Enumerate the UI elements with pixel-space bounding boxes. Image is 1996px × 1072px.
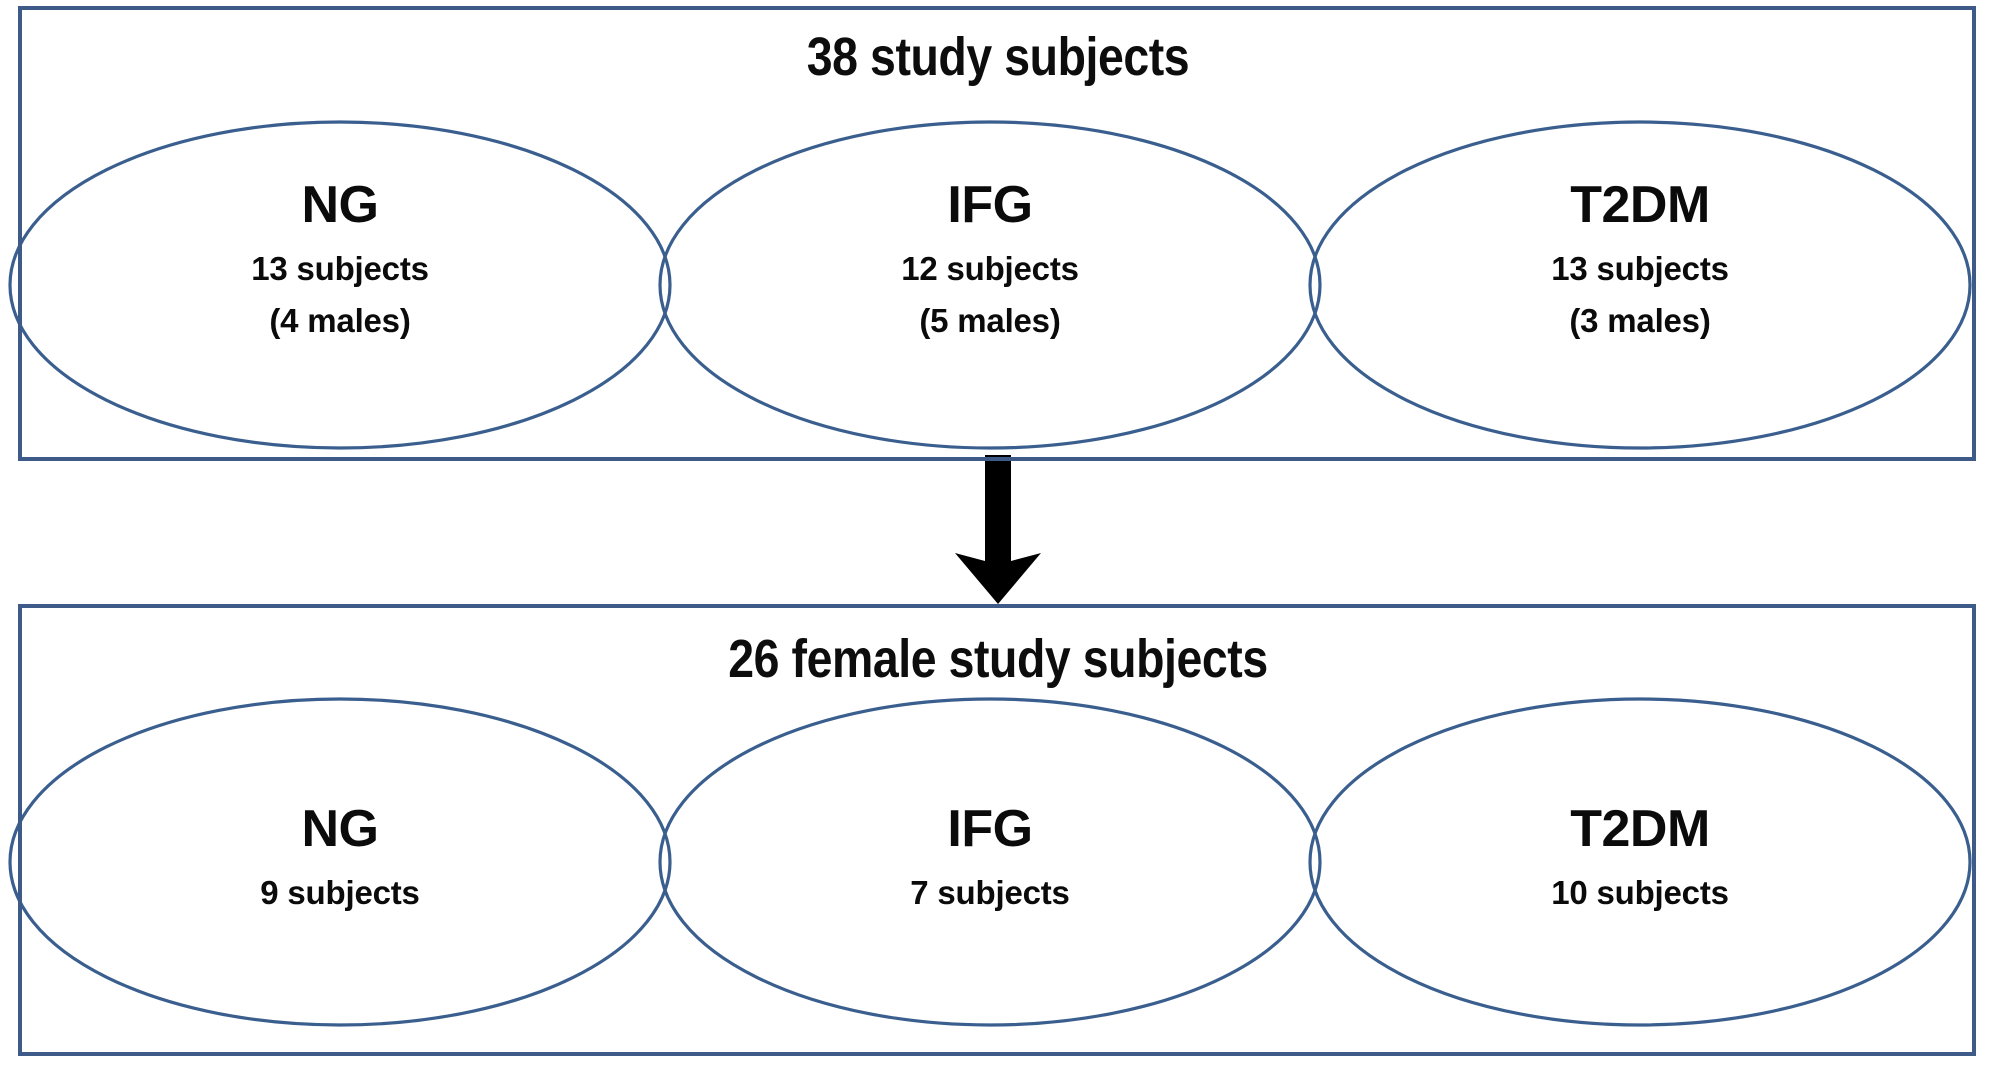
ellipse-bottom-ifg <box>658 697 1322 1027</box>
cohort-box-female-subjects <box>18 604 1976 1056</box>
cohort-title-all-subjects: 38 study subjects <box>806 27 1190 87</box>
cohort-box-all-subjects <box>18 6 1976 461</box>
ellipse-bottom-t2dm <box>1308 697 1972 1027</box>
ellipse-top-ifg <box>658 120 1322 450</box>
ellipse-top-t2dm <box>1308 120 1972 450</box>
flow-arrow-icon <box>955 455 1041 604</box>
ellipse-top-ng <box>8 120 672 450</box>
cohort-title-female-subjects: 26 female study subjects <box>728 629 1268 689</box>
ellipse-bottom-ng <box>8 697 672 1027</box>
